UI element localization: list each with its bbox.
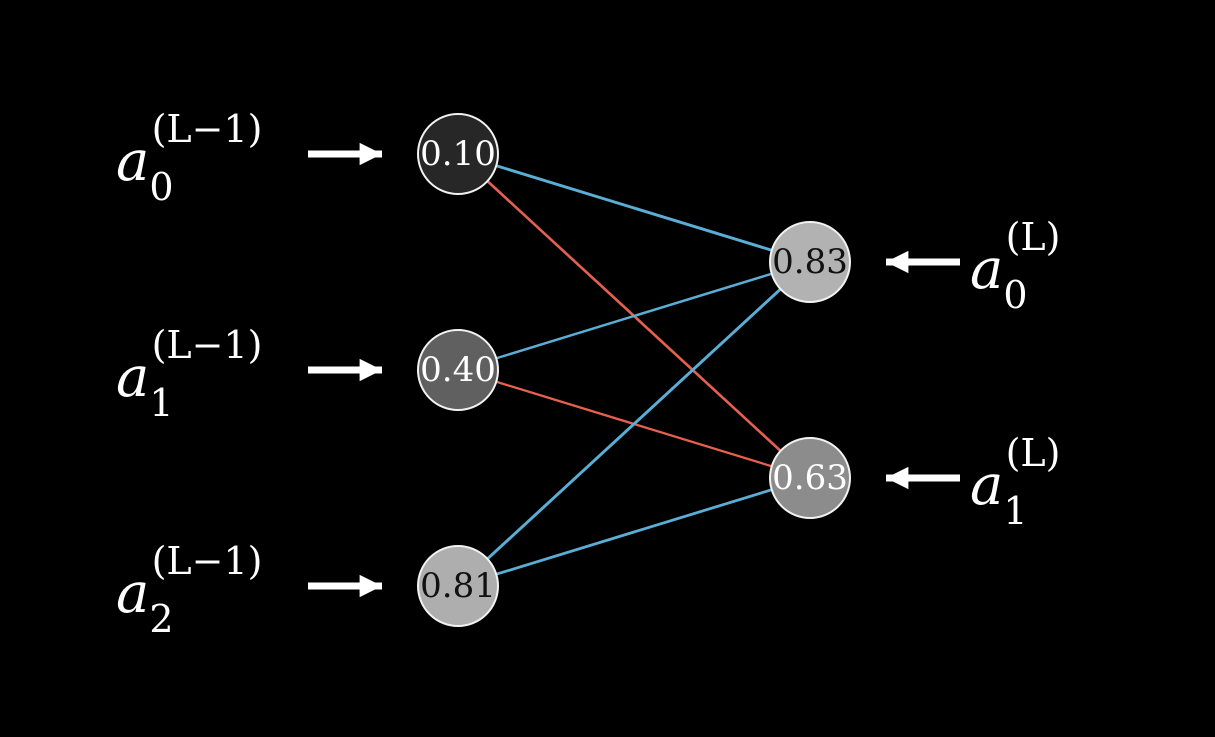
input-neuron-2: 0.81: [417, 545, 499, 627]
label-base: a: [116, 345, 149, 410]
label-superscript: (L−1): [152, 323, 263, 367]
input-neuron-0: 0.10: [417, 113, 499, 195]
neuron-value: 0.63: [772, 458, 848, 498]
output-neuron-0: 0.83: [769, 221, 851, 303]
input-label-1: a1 (L−1): [116, 323, 262, 425]
output-label-1: a1 (L): [970, 431, 1060, 533]
label-base: a: [116, 561, 149, 626]
edge-positive-in1-out0: [457, 260, 811, 372]
label-base: a: [970, 237, 1003, 302]
label-subscript: 2: [149, 597, 173, 641]
connections: [457, 152, 811, 588]
label-superscript: (L−1): [152, 539, 263, 583]
neuron-circle: [417, 545, 499, 627]
edge-positive-in2-out1: [457, 476, 811, 588]
neuron-value: 0.40: [420, 350, 496, 390]
label-base: a: [970, 453, 1003, 518]
activation-labels: a0(L−1)a1(L−1)a2(L−1)a0(L)a1(L): [116, 107, 1060, 641]
input-label-2: a2 (L−1): [116, 539, 262, 641]
label-subscript: 0: [1003, 273, 1027, 317]
output-label-0: a0 (L): [970, 215, 1060, 317]
neurons: 0.10 0.40 0.81 0.83 0.63: [417, 113, 851, 627]
neuron-value: 0.10: [420, 134, 496, 174]
label-superscript: (L−1): [152, 107, 263, 151]
edge-positive-in2-out0: [457, 260, 811, 588]
neuron-circle: [417, 329, 499, 411]
neuron-circle: [417, 113, 499, 195]
label-base: a: [116, 129, 149, 194]
neuron-circle: [769, 437, 851, 519]
neuron-value: 0.83: [772, 242, 848, 282]
label-subscript: 1: [1003, 489, 1027, 533]
edge-positive-in0-out0: [457, 152, 811, 264]
neuron-value: 0.81: [420, 566, 496, 606]
neuron-circle: [769, 221, 851, 303]
label-subscript: 0: [149, 165, 173, 209]
input-label-0: a0 (L−1): [116, 107, 262, 209]
output-neuron-1: 0.63: [769, 437, 851, 519]
label-arrows: [308, 142, 960, 598]
label-subscript: 1: [149, 381, 173, 425]
label-superscript: (L): [1006, 215, 1061, 259]
label-superscript: (L): [1006, 431, 1061, 475]
input-neuron-1: 0.40: [417, 329, 499, 411]
